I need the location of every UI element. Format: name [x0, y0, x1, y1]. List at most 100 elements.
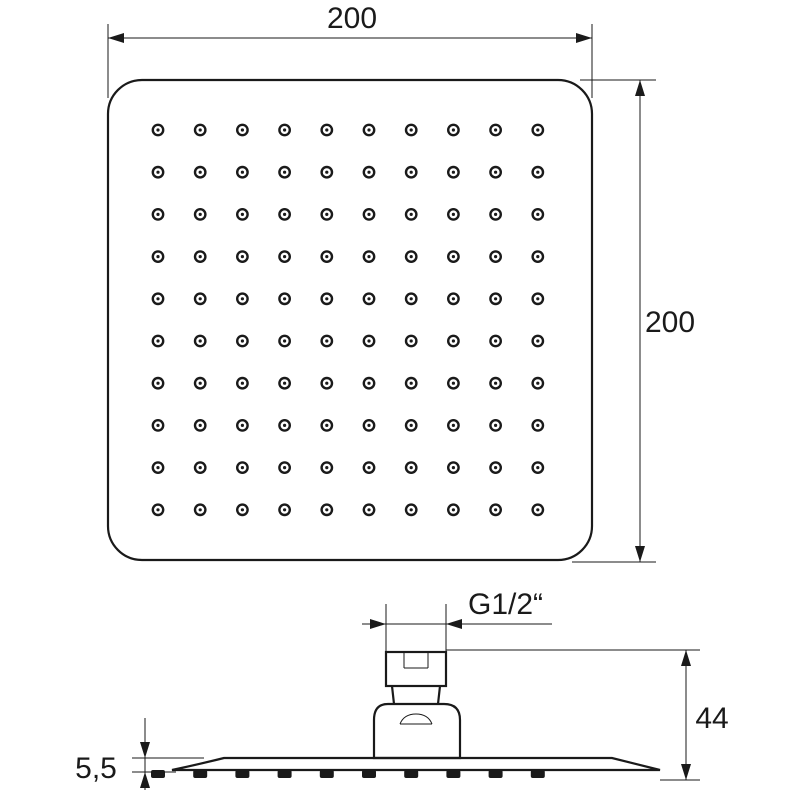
nozzle-hole: [536, 508, 540, 512]
nozzle-hole: [156, 170, 160, 174]
side-nozzle-row: [151, 770, 545, 778]
width-arrow-left: [108, 33, 124, 43]
height-label: 200: [645, 306, 695, 339]
nozzle-hole: [494, 128, 498, 132]
width-dimension: 200: [107, 2, 593, 98]
nozzle-hole: [367, 381, 371, 385]
nozzle-hole: [536, 466, 540, 470]
ball-joint-body: [372, 702, 462, 760]
width-label: 200: [327, 2, 377, 35]
nozzle-hole: [494, 297, 498, 301]
nozzle-hole: [494, 381, 498, 385]
nozzle-hole: [536, 339, 540, 343]
nozzle-hole: [156, 128, 160, 132]
nozzle-hole: [451, 381, 455, 385]
plate-thickness-dimension: 5,5: [75, 718, 204, 790]
nozzle-hole: [283, 466, 287, 470]
nozzle-hole: [494, 508, 498, 512]
nozzle-hole: [494, 170, 498, 174]
nozzle-hole: [283, 212, 287, 216]
side-nozzle: [319, 770, 334, 778]
nozzle-hole: [451, 128, 455, 132]
nozzle-hole: [283, 423, 287, 427]
nozzle-hole: [367, 466, 371, 470]
plate-profile: [171, 756, 661, 772]
nozzle-hole: [494, 255, 498, 259]
nozzle-hole: [451, 339, 455, 343]
nozzle-hole: [367, 255, 371, 259]
side-nozzle: [235, 770, 250, 778]
nozzle-hole: [409, 170, 413, 174]
thread-connector: [384, 650, 448, 688]
nozzle-hole: [198, 381, 202, 385]
nozzle-hole: [325, 128, 329, 132]
nozzle-hole: [283, 381, 287, 385]
nozzle-hole: [536, 212, 540, 216]
nozzle-hole: [451, 212, 455, 216]
total-height-dimension: 44: [446, 649, 729, 781]
nozzle-hole: [198, 466, 202, 470]
nozzle-hole: [451, 466, 455, 470]
nozzle-hole: [325, 297, 329, 301]
nozzle-hole: [156, 381, 160, 385]
nozzle-hole: [409, 128, 413, 132]
nozzle-hole: [536, 423, 540, 427]
nozzle-hole: [536, 170, 540, 174]
nozzle-hole: [156, 255, 160, 259]
nozzle-hole: [240, 381, 244, 385]
nozzle-hole: [367, 508, 371, 512]
nozzle-hole: [283, 255, 287, 259]
nozzle-hole: [494, 423, 498, 427]
nozzle-hole: [451, 423, 455, 427]
plate-outline: [106, 78, 594, 562]
ball-joint-notch: [399, 713, 433, 725]
side-nozzle: [193, 770, 208, 778]
thickness-arrow-bottom: [140, 772, 150, 788]
nozzle-hole: [536, 255, 540, 259]
total-height-label: 44: [695, 702, 728, 735]
nozzle-hole: [367, 128, 371, 132]
nozzle-hole: [409, 381, 413, 385]
nozzle-hole: [283, 128, 287, 132]
nozzle-hole: [409, 212, 413, 216]
side-nozzle: [151, 770, 165, 778]
nozzle-hole: [198, 128, 202, 132]
side-nozzle: [404, 770, 419, 778]
nozzle-hole: [451, 508, 455, 512]
height-arrow-bottom: [635, 546, 645, 562]
nozzle-hole: [240, 128, 244, 132]
side-nozzle: [362, 770, 376, 778]
nozzle-hole: [240, 170, 244, 174]
nozzle-hole: [198, 508, 202, 512]
side-view: [151, 650, 661, 778]
thread-dimension: G1/2“: [362, 588, 552, 652]
nozzle-hole: [240, 339, 244, 343]
nozzle-hole: [156, 466, 160, 470]
thread-arrow-right: [446, 619, 462, 629]
total-height-arrow-bottom: [681, 764, 691, 780]
nozzle-hole: [325, 170, 329, 174]
nozzle-hole: [156, 339, 160, 343]
side-nozzle: [277, 770, 292, 778]
side-nozzle: [488, 770, 503, 778]
connector-neck: [390, 685, 442, 705]
side-nozzle: [530, 770, 545, 778]
nozzle-hole: [240, 255, 244, 259]
nozzle-hole: [367, 423, 371, 427]
nozzle-hole: [409, 255, 413, 259]
nozzle-hole: [536, 128, 540, 132]
nozzle-grid: [151, 123, 545, 517]
nozzle-hole: [409, 423, 413, 427]
height-arrow-top: [635, 80, 645, 96]
nozzle-hole: [240, 423, 244, 427]
nozzle-hole: [240, 297, 244, 301]
nozzle-hole: [409, 339, 413, 343]
top-view: [106, 78, 594, 562]
height-dimension: 200: [572, 79, 695, 563]
nozzle-hole: [198, 339, 202, 343]
nozzle-hole: [325, 466, 329, 470]
nozzle-hole: [409, 466, 413, 470]
nozzle-hole: [156, 508, 160, 512]
nozzle-hole: [409, 508, 413, 512]
